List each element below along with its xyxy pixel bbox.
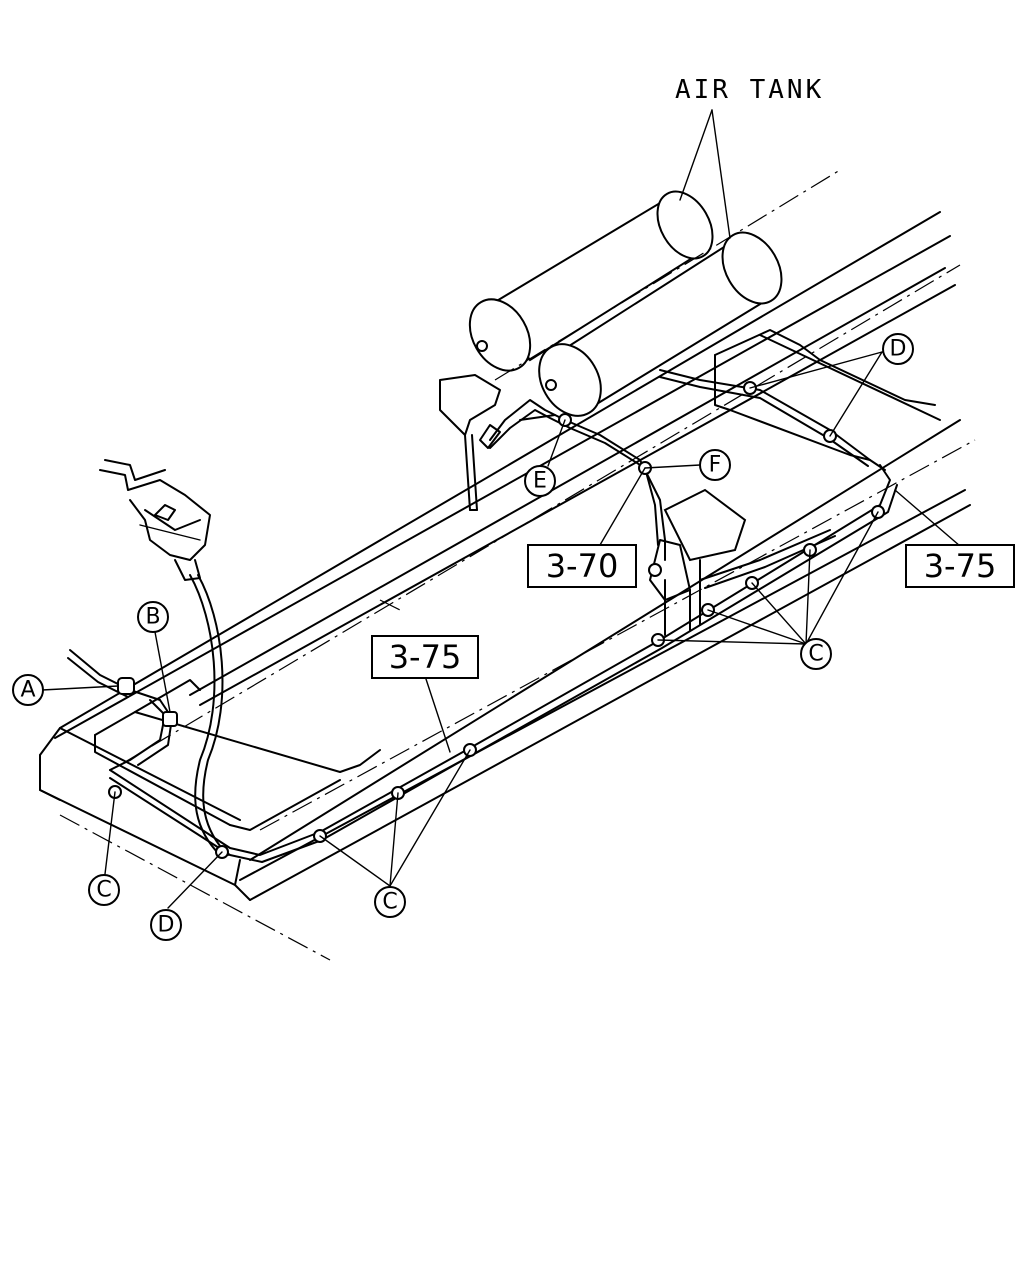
callout-d-left: D	[150, 909, 182, 941]
leader-lines	[41, 109, 961, 909]
callout-b: B	[137, 601, 169, 633]
clip-a	[117, 677, 135, 695]
callout-a-text: A	[20, 678, 35, 703]
air-tank-label: AIR TANK	[675, 75, 824, 105]
front-crossmember	[94, 679, 381, 831]
ref-3-70-text: 3-70	[546, 547, 619, 585]
ref-3-70: 3-70	[527, 544, 637, 588]
ref-3-75-right: 3-75	[905, 544, 1015, 588]
callout-d-right: D	[882, 333, 914, 365]
callout-c-right: C	[800, 638, 832, 670]
ref-3-75-right-text: 3-75	[924, 547, 997, 585]
callout-d-right-text: D	[890, 337, 907, 362]
relay-valve-bracket	[648, 488, 747, 636]
frame-rails	[39, 211, 976, 961]
callout-f-text: F	[709, 453, 722, 478]
line-clips	[108, 381, 885, 859]
callout-e: E	[524, 465, 556, 497]
rear-crossmember	[714, 329, 941, 461]
callout-c-left: C	[88, 874, 120, 906]
callout-c-bottom: C	[374, 886, 406, 918]
air-lines	[67, 369, 898, 863]
callout-f: F	[699, 449, 731, 481]
callout-d-left-text: D	[158, 913, 175, 938]
callout-c-right-text: C	[808, 642, 823, 667]
callout-a: A	[12, 674, 44, 706]
clip-b	[162, 711, 178, 727]
ref-3-75-left: 3-75	[371, 635, 479, 679]
callout-c-bottom-text: C	[382, 890, 397, 915]
callout-e-text: E	[533, 469, 547, 494]
callout-c-left-text: C	[96, 878, 111, 903]
valve-assembly	[99, 459, 229, 856]
callout-b-text: B	[145, 605, 160, 630]
ref-3-75-left-text: 3-75	[389, 638, 462, 676]
air-tanks	[439, 169, 841, 511]
